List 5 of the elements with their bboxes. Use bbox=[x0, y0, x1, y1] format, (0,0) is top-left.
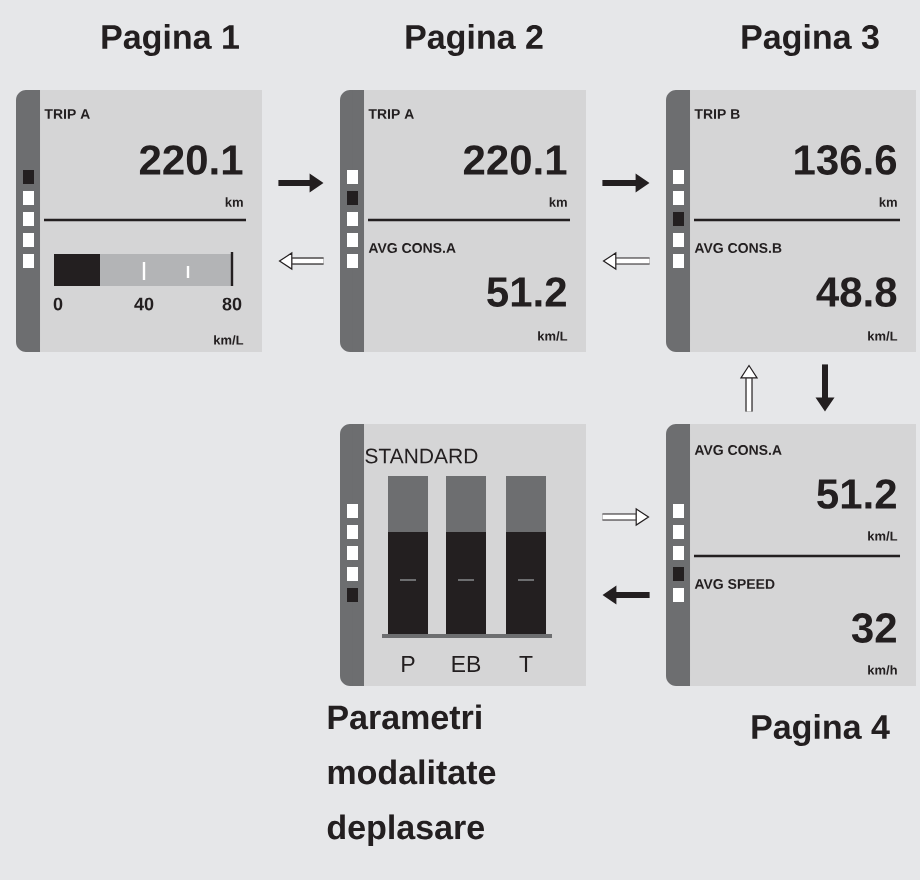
page-title: Parametri modalitate deplasare bbox=[327, 704, 496, 847]
page-title: Pagina 2 bbox=[406, 24, 543, 56]
page-title: Pagina 4 bbox=[752, 714, 890, 746]
page-title: Pagina 1 bbox=[102, 24, 239, 56]
page-title: Pagina 3 bbox=[742, 24, 879, 56]
